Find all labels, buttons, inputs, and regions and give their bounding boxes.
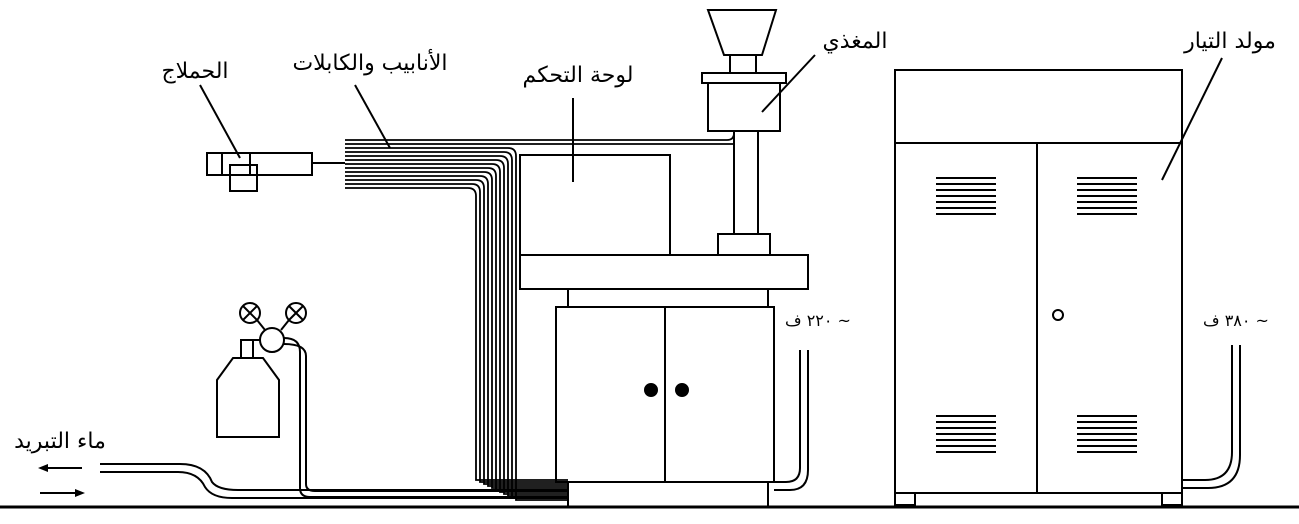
feeder-unit (701, 9, 787, 256)
label-voltage-220: ~ ٢٢٠ ف (785, 311, 851, 330)
supply-cable-380 (1182, 345, 1241, 489)
control-panel-box (519, 154, 671, 256)
label-feeder: المغذي (823, 29, 888, 54)
leader-line-generator (1161, 57, 1223, 181)
pipes-and-cables-bundle (345, 132, 735, 501)
gas-hose (283, 337, 568, 498)
cabinet-knob (675, 383, 689, 397)
leader-line-feeder (761, 54, 816, 113)
gas-cylinder (216, 339, 280, 438)
machine-cabinet (519, 254, 809, 508)
label-generator: مولد التيار (1183, 29, 1276, 54)
vent-grille (936, 177, 996, 215)
label-torch: الحملاج (161, 59, 228, 84)
generator-cabinet (894, 69, 1183, 506)
flow-arrow-in (40, 489, 85, 497)
label-voltage-380: ~ ٣٨٠ ف (1203, 311, 1269, 330)
label-pipes-cables: الأنابيب والكابلات (292, 49, 447, 76)
leader-line-pipes (354, 84, 391, 149)
flow-arrow-out (38, 464, 82, 472)
vent-grille (1077, 177, 1137, 215)
gas-regulator (239, 302, 307, 353)
cabinet-knob (1052, 309, 1064, 321)
label-cooling-water: ماء التبريد (14, 429, 106, 454)
leader-line-torch (199, 84, 241, 159)
torch-unit (206, 152, 345, 192)
cabinet-knob (644, 383, 658, 397)
label-control-panel: لوحة التحكم (523, 63, 634, 88)
vent-grille (1077, 415, 1137, 453)
vent-grille (936, 415, 996, 453)
supply-cable-220 (774, 350, 809, 491)
cooling-water-pipes (100, 463, 568, 499)
